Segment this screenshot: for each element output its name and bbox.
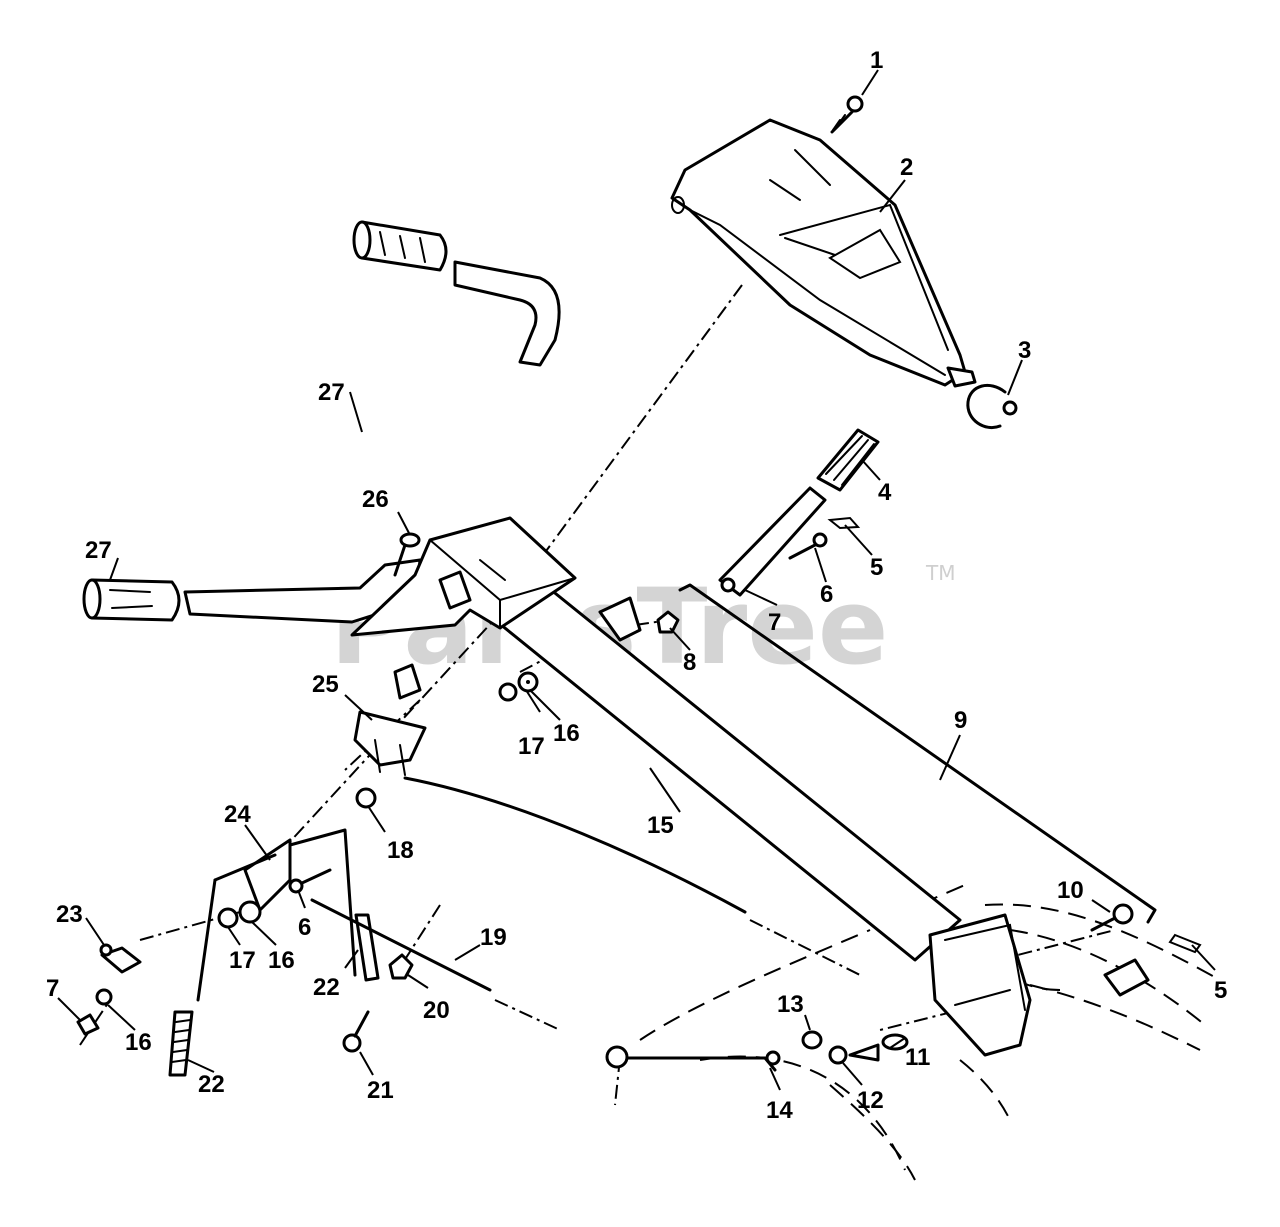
callout-20: 20 — [423, 997, 450, 1024]
nut-part-12 — [828, 1045, 848, 1065]
washer-part-16-upper — [517, 671, 539, 693]
callout-24: 24 — [224, 801, 251, 828]
callout-18: 18 — [387, 837, 414, 864]
bolt-part-6-lower — [288, 868, 332, 894]
callout-17-upper: 17 — [518, 733, 545, 760]
screw-part-21 — [342, 1010, 370, 1053]
callout-25: 25 — [312, 671, 339, 698]
handlebar-assembly — [183, 260, 642, 642]
cable — [403, 776, 747, 914]
callout-6-upper: 6 — [820, 581, 833, 608]
screw-part-1 — [830, 95, 864, 134]
fitting-near-part-5 — [1103, 958, 1150, 997]
callout-12: 12 — [857, 1087, 884, 1114]
callout-19: 19 — [480, 924, 507, 951]
nut-part-20 — [388, 953, 414, 980]
callout-labels: 1 2 3 4 5 5 6 6 7 7 8 9 10 11 12 13 14 1… — [46, 47, 1227, 1124]
callout-16-upper: 16 — [553, 720, 580, 747]
trademark-mark: TM — [925, 561, 955, 585]
callout-26: 26 — [362, 486, 389, 513]
rod-part-19 — [310, 898, 492, 992]
nut-part-8 — [656, 610, 680, 634]
callout-27-upper: 27 — [318, 379, 345, 406]
callout-6-lower: 6 — [298, 914, 311, 941]
callout-23: 23 — [56, 901, 83, 928]
retaining-ring-part-3 — [966, 383, 1018, 429]
callout-11: 11 — [905, 1044, 930, 1071]
callout-3: 3 — [1018, 337, 1031, 364]
callout-9: 9 — [954, 707, 967, 734]
bracket-part-24 — [196, 828, 357, 1002]
callout-2: 2 — [900, 154, 913, 181]
lever-rod-part-14 — [605, 1045, 781, 1072]
clip-part-23 — [99, 943, 142, 974]
spring-part-22-right — [354, 913, 380, 982]
bolt-part-26 — [393, 532, 421, 577]
lever-grip-part-4 — [816, 428, 880, 492]
clip-part-5-lower — [1168, 933, 1202, 954]
callout-8: 8 — [683, 649, 696, 676]
callout-7-lower: 7 — [46, 975, 59, 1002]
cam-part-11 — [848, 1033, 909, 1062]
callout-21: 21 — [367, 1077, 394, 1104]
grip-upper-part-27 — [352, 220, 448, 272]
nut-part-7-lower — [76, 1013, 100, 1036]
nut-part-17-upper — [498, 682, 518, 702]
shift-rod-part-9 — [678, 583, 1157, 924]
grip-lower-part-27 — [82, 578, 181, 622]
callout-13: 13 — [777, 991, 804, 1018]
callout-16-lower: 16 — [125, 1029, 152, 1056]
washer-part-16-mid — [238, 900, 262, 924]
washer-part-16-lower — [95, 988, 113, 1006]
control-bracket-part-25 — [353, 663, 427, 776]
clip-part-5-upper — [827, 516, 861, 530]
callout-16-mid: 16 — [268, 947, 295, 974]
handle-mount-bracket — [928, 913, 1032, 1057]
callout-5-upper: 5 — [870, 554, 883, 581]
callout-14: 14 — [766, 1097, 793, 1124]
callout-leaders — [57, 69, 1216, 1091]
nut-part-17-lower — [217, 907, 239, 929]
callout-27-lower: 27 — [85, 537, 112, 564]
callout-22-right: 22 — [313, 974, 340, 1001]
spring-part-22-left — [168, 1010, 194, 1077]
shield-cover-part-2 — [670, 118, 977, 388]
callout-4: 4 — [878, 479, 892, 506]
callout-22-left: 22 — [198, 1071, 225, 1098]
callout-5-lower: 5 — [1214, 977, 1227, 1004]
callout-1: 1 — [870, 47, 883, 74]
nut-part-18 — [355, 787, 377, 809]
callout-15: 15 — [647, 812, 674, 839]
callout-7-upper: 7 — [768, 609, 781, 636]
bolt-part-10 — [1090, 903, 1134, 932]
bolt-part-6-upper — [788, 532, 828, 560]
washer-part-13 — [801, 1030, 823, 1050]
callout-10: 10 — [1057, 877, 1084, 904]
lever-part-7 — [718, 486, 827, 597]
callout-17-lower: 17 — [229, 947, 256, 974]
